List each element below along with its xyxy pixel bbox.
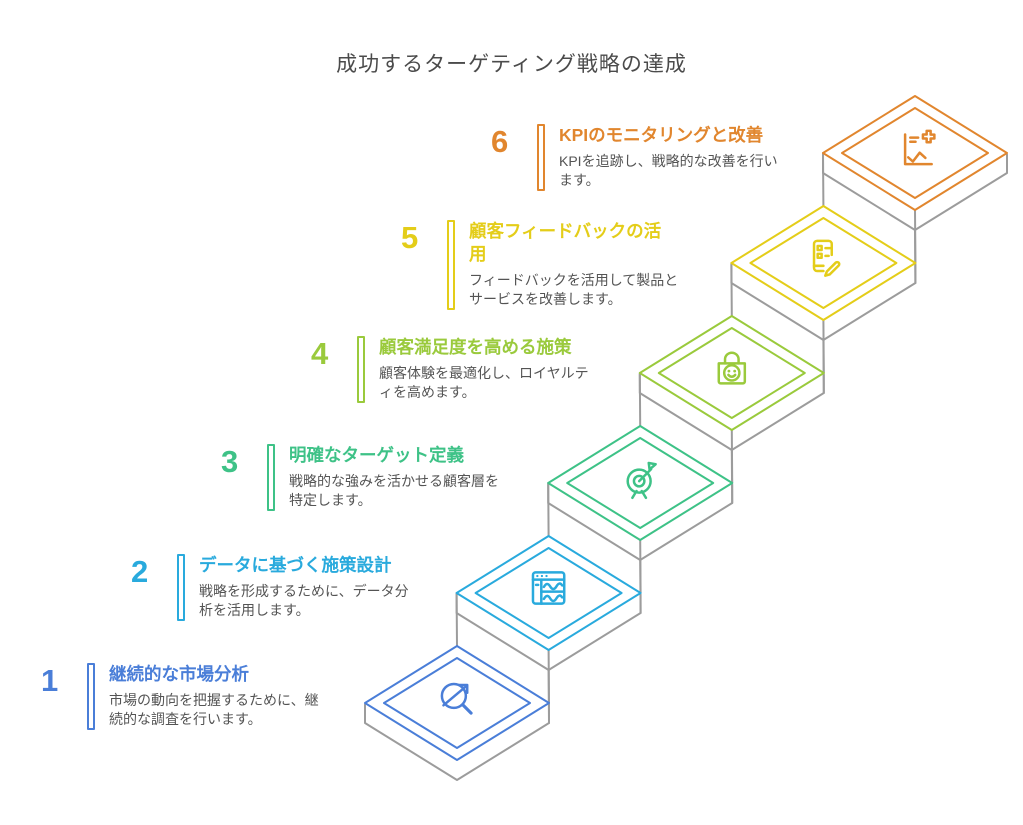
step-description: 市場の動向を把握するために、継 続的な調査を行います。 xyxy=(109,691,319,728)
step-diamond-1 xyxy=(364,645,550,761)
step-title: 顧客フィードバックの活 用 xyxy=(469,221,662,264)
step-title: 継続的な市場分析 xyxy=(109,664,249,684)
step-title: 顧客満足度を高める施策 xyxy=(379,337,572,357)
step-number: 1 xyxy=(41,663,59,698)
step-description: 顧客体験を最適化し、ロイヤルテ ィを高めます。 xyxy=(379,364,589,401)
step-3-text-block: 3 明確なターゲット定義戦略的な強みを活かせる顧客層を 特定します。 xyxy=(221,444,521,511)
step-diamond-3 xyxy=(547,425,734,541)
diamond-inner xyxy=(566,437,715,529)
diamond-inner xyxy=(474,547,623,639)
step-description: フィードバックを活用して製品と サービスを改善します。 xyxy=(469,271,679,308)
step-2-text-block: 2 データに基づく施策設計戦略を形成するために、データ分 析を活用します。 xyxy=(131,554,431,621)
step-body: 顧客満足度を高める施策顧客体験を最適化し、ロイヤルテ ィを高めます。 xyxy=(379,336,611,403)
step-number: 5 xyxy=(401,220,419,255)
step-diamond-6 xyxy=(822,95,1008,211)
step-slab-edge xyxy=(822,153,1008,231)
chart-plus-icon xyxy=(903,129,936,166)
diamond-outer xyxy=(822,95,1008,211)
step-title: KPIのモニタリングと改善 xyxy=(559,125,764,145)
diamond-outer xyxy=(364,645,550,761)
step-1-text-block: 1 継続的な市場分析市場の動向を把握するために、継 続的な調査を行います。 xyxy=(41,663,341,730)
step-diamond-4 xyxy=(638,315,825,431)
step-4-text-block: 4 顧客満足度を高める施策顧客体験を最適化し、ロイヤルテ ィを高めます。 xyxy=(311,336,611,403)
step-body: 明確なターゲット定義戦略的な強みを活かせる顧客層を 特定します。 xyxy=(289,444,521,511)
step-accent-bar xyxy=(447,220,455,310)
survey-pencil-icon xyxy=(812,239,841,277)
dashboard-waves-icon xyxy=(531,571,566,605)
step-title: 明確なターゲット定義 xyxy=(289,445,464,465)
gray-shadow-edges xyxy=(364,152,1008,781)
diamond-outer xyxy=(638,315,825,431)
step-description: 戦略を形成するために、データ分 析を活用します。 xyxy=(199,582,409,619)
magnifier-trend-icon xyxy=(440,682,473,715)
step-6-text-block: 6 KPIのモニタリングと改善 KPIを追跡し、戦略的な改善を行い ます。 xyxy=(491,124,791,191)
diamond-inner xyxy=(657,327,806,419)
diamond-outer xyxy=(547,425,734,541)
step-description: 戦略的な強みを活かせる顧客層を 特定します。 xyxy=(289,472,499,509)
step-body: 継続的な市場分析市場の動向を把握するために、継 続的な調査を行います。 xyxy=(109,663,341,730)
step-5-text-block: 5 顧客フィードバックの活 用フィードバックを活用して製品と サービスを改善します… xyxy=(401,220,701,310)
step-diamond-2 xyxy=(455,535,642,651)
step-accent-bar xyxy=(267,444,275,511)
step-accent-bar xyxy=(177,554,185,621)
step-accent-bar xyxy=(537,124,545,191)
diamond-outer xyxy=(455,535,642,651)
step-number: 4 xyxy=(311,336,329,371)
diamond-inner xyxy=(383,657,531,749)
step-body: データに基づく施策設計戦略を形成するために、データ分 析を活用します。 xyxy=(199,554,431,621)
step-number: 2 xyxy=(131,554,149,589)
diamond-inner xyxy=(841,107,989,199)
diamond-outer xyxy=(730,205,917,321)
step-title: データに基づく施策設計 xyxy=(199,555,392,575)
target-dart-icon xyxy=(626,461,657,500)
step-body: KPIのモニタリングと改善 KPIを追跡し、戦略的な改善を行い ます。 xyxy=(559,124,791,191)
step-diamond-5 xyxy=(730,205,917,321)
step-body: 顧客フィードバックの活 用フィードバックを活用して製品と サービスを改善します。 xyxy=(469,220,701,310)
step-description: KPIを追跡し、戦略的な改善を行い ます。 xyxy=(559,152,778,189)
shopping-bag-smiley-icon xyxy=(717,351,747,385)
diamond-inner xyxy=(749,217,898,309)
step-number: 6 xyxy=(491,124,509,159)
step-accent-bar xyxy=(87,663,95,730)
step-number: 3 xyxy=(221,444,239,479)
step-accent-bar xyxy=(357,336,365,403)
page-title: 成功するターゲティング戦略の達成 xyxy=(336,53,687,76)
